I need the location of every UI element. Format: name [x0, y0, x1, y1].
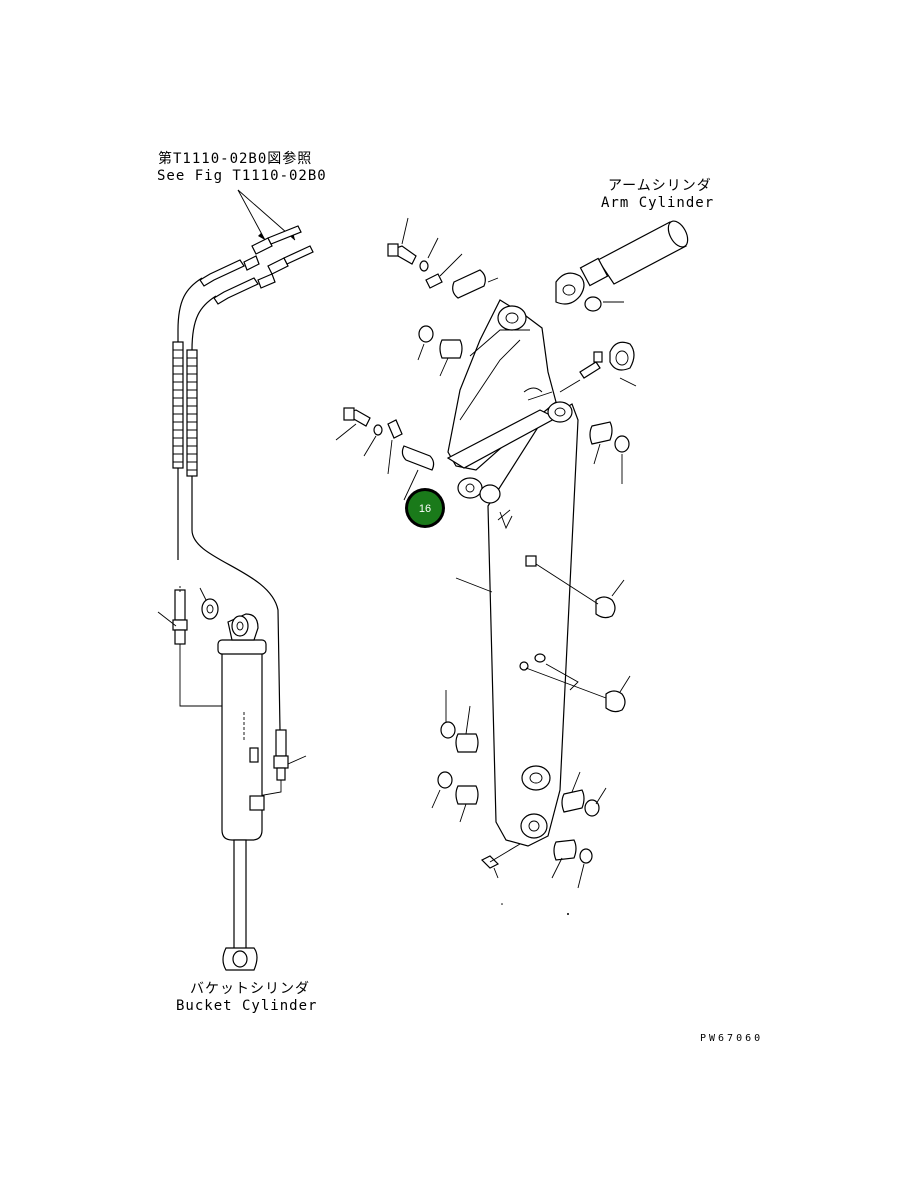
bushing-lower-right-2 [553, 839, 577, 861]
reference-label-en: See Fig T1110-02B0 [157, 168, 327, 184]
pin-mid [401, 445, 435, 471]
arm-cylinder-label-jp: アームシリンダ [608, 178, 712, 194]
cap-screw-mid [535, 563, 616, 619]
hose-end-fitting-left [172, 589, 188, 645]
hose-fitting-top-a [251, 225, 302, 255]
arm-cylinder-label-en: Arm Cylinder [601, 195, 714, 211]
part-callout-16-number: 16 [419, 503, 431, 515]
reference-label-jp: 第T1110-02B0図参照 [158, 150, 312, 167]
part-callout-16-fill [408, 491, 442, 525]
lock-plate-top [425, 273, 443, 289]
part-callout-16[interactable]: 16 [405, 488, 445, 528]
hose-fitting-top-b [267, 245, 314, 275]
hose-end-fitting-right [273, 729, 289, 781]
bolt-top [387, 243, 417, 265]
washer-mid-icon [373, 424, 383, 436]
seal-ring-lower-left-2-icon [437, 771, 453, 789]
hose-fitting-upper-right [213, 273, 276, 305]
bushing-lower-left-2 [455, 785, 479, 805]
bolt-bottom [480, 843, 521, 879]
arm-cylinder-washer-icon [584, 296, 602, 312]
cap-screw-lower [525, 663, 626, 713]
washer-icon [201, 598, 219, 620]
seal-ring-right-upper-icon [614, 435, 630, 453]
bolt-mid [343, 407, 371, 427]
washer-top-icon [419, 260, 429, 272]
arm-body [446, 299, 579, 847]
small-plug-left [525, 555, 537, 567]
bucket-cylinder [217, 613, 267, 971]
grease-fitting-upper [559, 351, 603, 393]
pin-top [452, 269, 486, 299]
hose-guard-left [172, 341, 184, 469]
arm-cylinder [555, 220, 689, 305]
hose-guard-right [186, 349, 198, 477]
lock-plate-mid [387, 419, 403, 439]
seal-ring-lower-right-1-icon [584, 799, 600, 817]
bushing-lower-left-1 [455, 733, 479, 753]
bushing-upper [439, 339, 463, 359]
hose-assembly [172, 225, 314, 808]
bushing-right-upper [589, 421, 613, 445]
seal-ring-icon [418, 325, 434, 343]
seal-ring-lower-left-1-icon [440, 721, 456, 739]
hose-fitting-upper-left [199, 255, 260, 287]
plug-upper-right [609, 341, 635, 371]
seal-ring-lower-right-2-icon [579, 848, 593, 864]
bucket-cylinder-label-jp: バケットシリンダ [190, 981, 310, 997]
bushing-lower-right-1 [561, 789, 585, 813]
drawing-code: PW67060 [700, 1033, 763, 1044]
bucket-cylinder-label-en: Bucket Cylinder [176, 998, 317, 1014]
